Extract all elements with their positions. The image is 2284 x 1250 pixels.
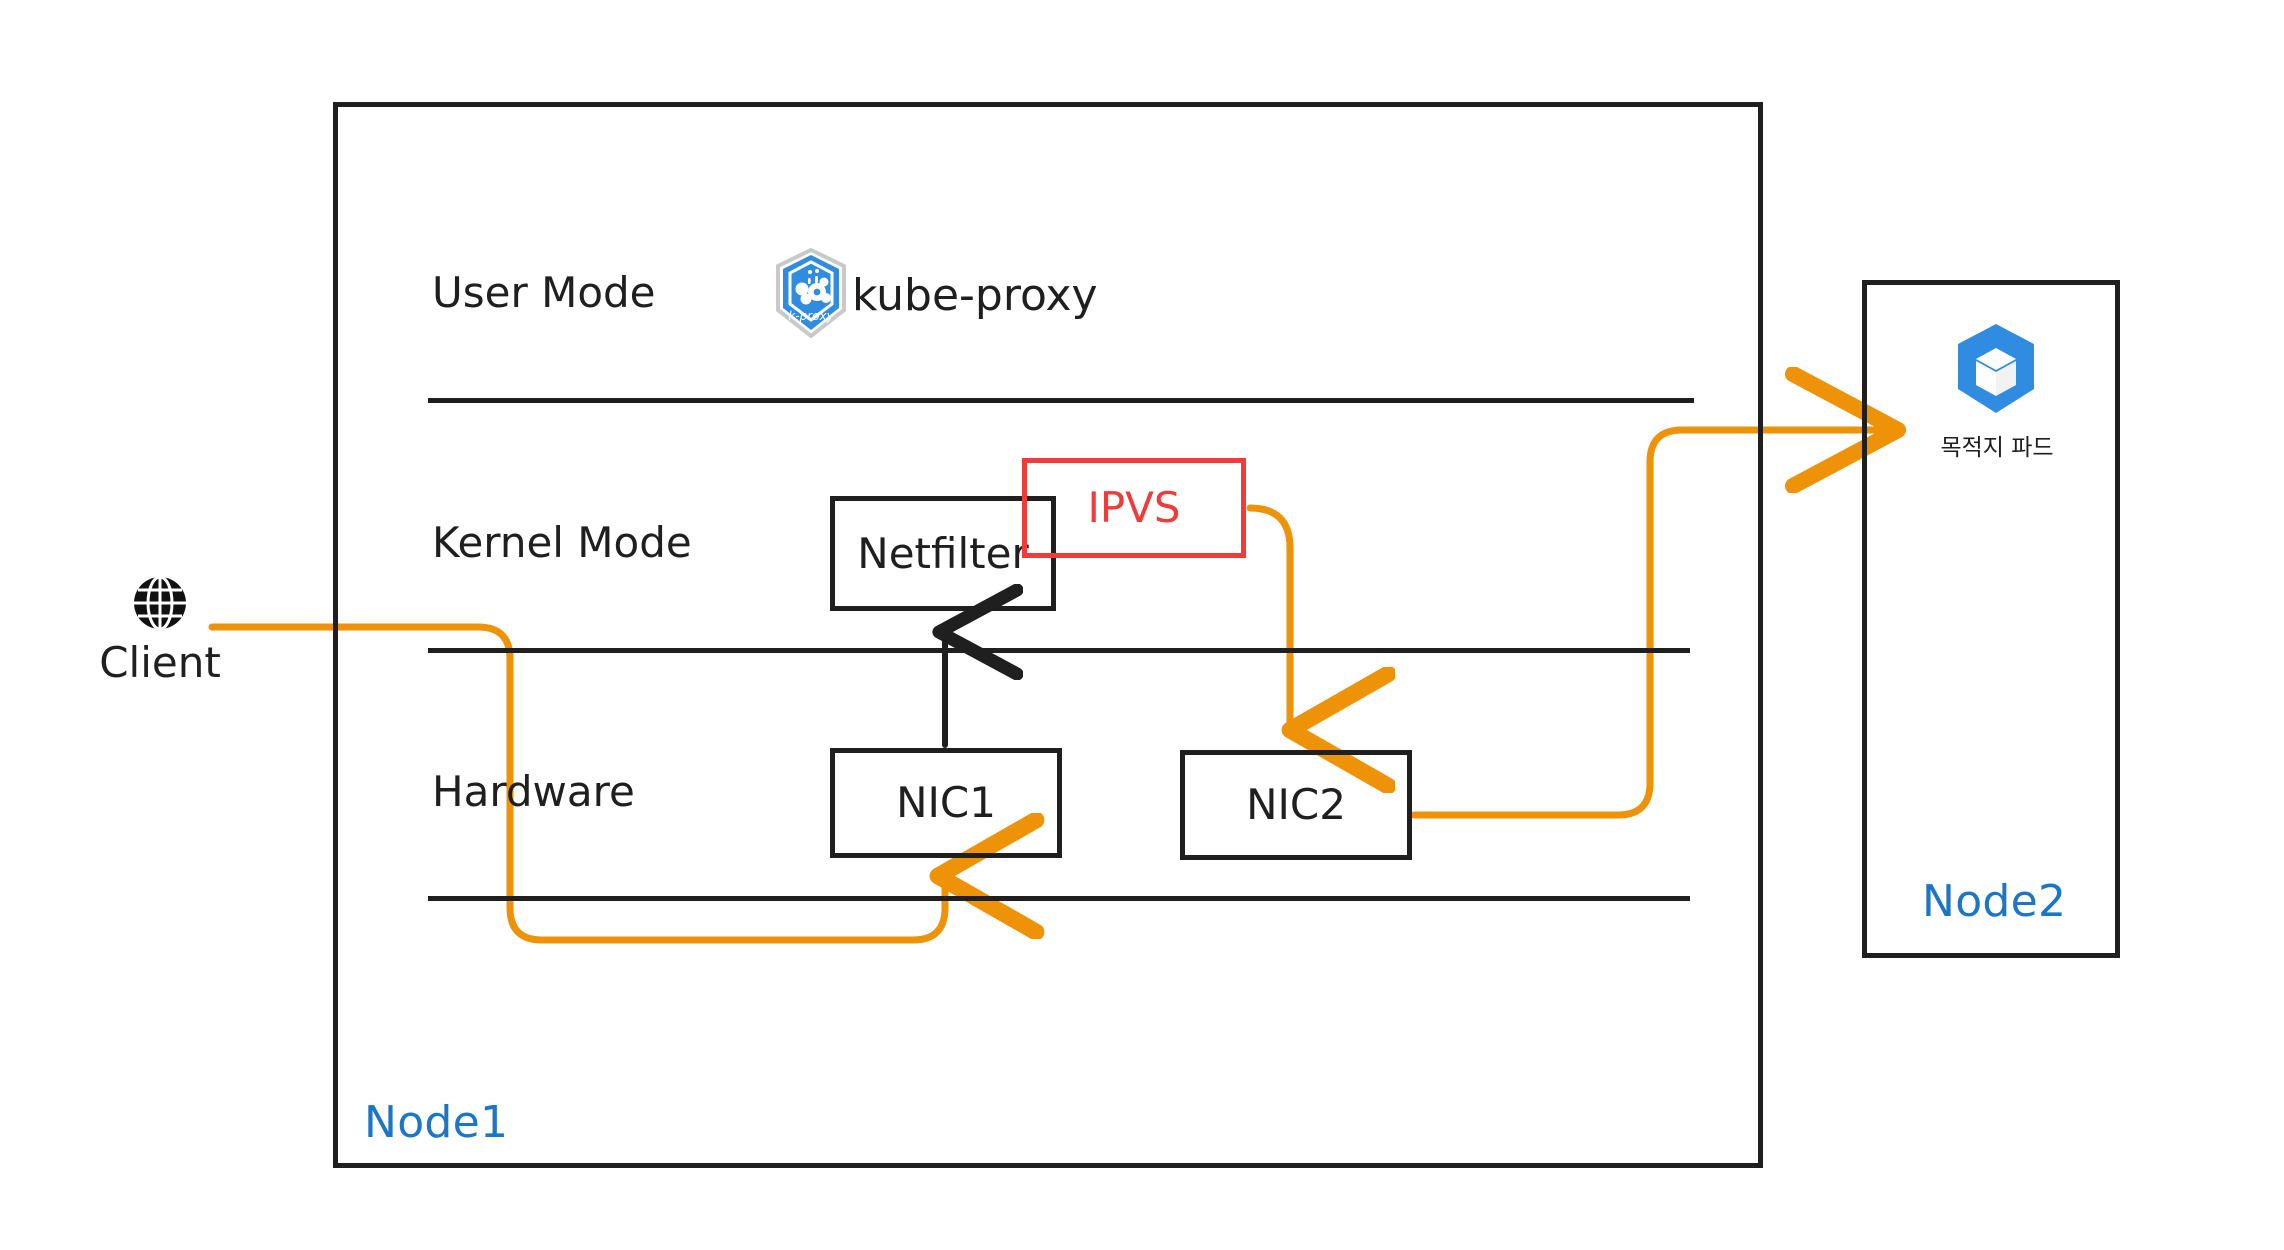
layer-label-hardware: Hardware: [432, 767, 635, 816]
node1-container: [333, 102, 1763, 1168]
client-group: Client: [60, 574, 260, 687]
kube-proxy-group: k-proxy kube-proxy: [772, 247, 1098, 342]
node2-container: [1862, 280, 2120, 958]
layer-label-kernel-mode: Kernel Mode: [432, 518, 692, 567]
kube-proxy-label: kube-proxy: [852, 269, 1098, 321]
kubernetes-pod-icon: [1917, 320, 2077, 424]
node2-label: Node2: [1922, 876, 2067, 927]
nic1-box[interactable]: NIC1: [830, 748, 1062, 858]
ipvs-box[interactable]: IPVS: [1022, 458, 1246, 558]
client-label: Client: [99, 638, 221, 687]
globe-icon: [60, 574, 260, 636]
destination-pod-group: 목적지 파드: [1917, 320, 2077, 462]
divider-user-kernel: [428, 398, 1694, 403]
ipvs-label: IPVS: [1087, 483, 1181, 532]
nic1-label: NIC1: [896, 778, 996, 827]
node1-label: Node1: [364, 1097, 509, 1148]
layer-label-user-mode: User Mode: [432, 268, 656, 317]
divider-hardware-bottom: [428, 896, 1690, 901]
nic2-box[interactable]: NIC2: [1180, 750, 1412, 860]
nic2-label: NIC2: [1246, 780, 1346, 829]
destination-pod-label: 목적지 파드: [1940, 435, 2054, 461]
kube-proxy-logo-icon: k-proxy: [772, 247, 850, 342]
divider-kernel-hardware: [428, 648, 1690, 653]
svg-text:k-proxy: k-proxy: [788, 309, 834, 323]
netfilter-label: Netfilter: [857, 528, 1029, 578]
